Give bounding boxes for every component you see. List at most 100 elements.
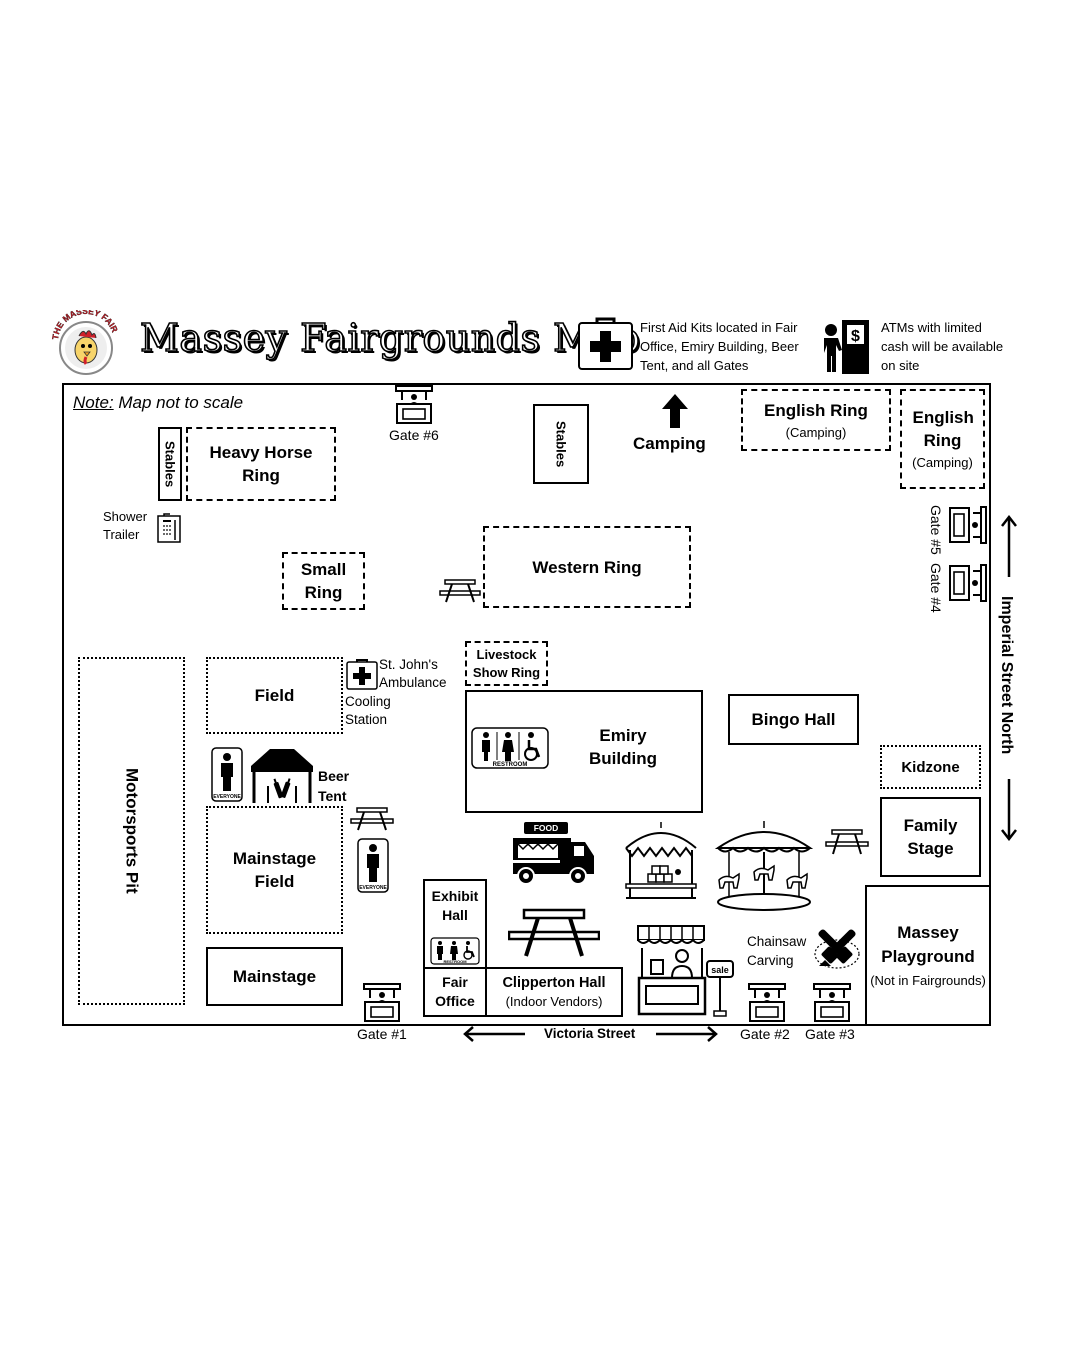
emiry-restroom-icon: RESTROOM [471, 727, 549, 769]
motorsports-pit[interactable]: Motorsports Pit [78, 657, 185, 1005]
massey-playground-label: Massey Playground [881, 923, 975, 966]
fair-office[interactable]: Fair Office [423, 967, 487, 1017]
st-johns-label: St. John's Ambulance [379, 657, 447, 690]
map-note: Note: Map not to scale [73, 393, 243, 413]
gate-5-booth-icon [946, 505, 988, 545]
victoria-street-label: Victoria Street [544, 1026, 636, 1041]
mainstage-field-label: Mainstage Field [232, 849, 317, 891]
vendor-stall-icon [636, 922, 710, 1016]
atm-icon: $ [822, 318, 872, 376]
restroom-everyone-text: EVERYONE [213, 794, 241, 800]
victoria-street-arrow-right [654, 1025, 718, 1043]
field-label: Field [254, 686, 295, 705]
bingo-hall[interactable]: Bingo Hall [728, 694, 859, 745]
exhibit-hall-label: Exhibit Hall [431, 888, 479, 923]
heavy-horse-ring-label: Heavy Horse Ring [209, 443, 313, 485]
massey-playground[interactable]: Massey Playground (Not in Fairgrounds) [865, 885, 991, 1026]
beer-tent-icon [248, 746, 316, 804]
mainstage-label: Mainstage [232, 967, 317, 986]
exhibit-restroom-icon: RESTROOM [430, 937, 480, 965]
livestock-show-ring[interactable]: Livestock Show Ring [465, 641, 548, 686]
gate-4-booth-icon [946, 563, 988, 603]
emiry-building[interactable]: RESTROOM Emiry Building [465, 690, 703, 813]
gate-6-label: Gate #6 [389, 427, 439, 443]
atm-legend-text: ATMs with limited cash will be available… [881, 320, 1004, 373]
english-ring-1-sub: (Camping) [785, 424, 847, 440]
food-truck-icon: FOOD [510, 820, 596, 886]
gate-1-label: Gate #1 [357, 1026, 407, 1042]
motorsports-pit-label: Motorsports Pit [122, 768, 142, 894]
mainstage[interactable]: Mainstage [206, 947, 343, 1006]
kidzone[interactable]: Kidzone [880, 745, 981, 789]
mainstage-field[interactable]: Mainstage Field [206, 806, 343, 934]
gate-4-text: Gate #4 [928, 563, 944, 613]
imperial-street-arrow-up [999, 515, 1019, 579]
stables-left-label: Stables [162, 440, 178, 488]
sale-sign-icon: sale [705, 960, 735, 1018]
victoria-street-arrow-left [463, 1025, 527, 1043]
map-note-text: Map not to scale [118, 393, 244, 412]
stables-left[interactable]: Stables [158, 427, 182, 501]
picnic-table-icon [439, 578, 481, 604]
gate-2-label: Gate #2 [740, 1026, 790, 1042]
picnic-table-icon-3 [825, 828, 869, 856]
heavy-horse-ring[interactable]: Heavy Horse Ring [186, 427, 336, 501]
western-ring-label: Western Ring [532, 558, 642, 577]
english-ring-1-label: English Ring [764, 400, 868, 420]
english-ring-1[interactable]: English Ring (Camping) [741, 389, 891, 451]
livestock-show-ring-label: Livestock Show Ring [472, 646, 541, 680]
western-ring[interactable]: Western Ring [483, 526, 691, 608]
shower-trailer-label: Shower Trailer [103, 509, 148, 542]
dining-picnic-table-icon [508, 908, 600, 958]
emiry-building-label-wrap: Emiry Building [575, 722, 671, 772]
small-ring[interactable]: Small Ring [282, 552, 365, 610]
english-ring-2[interactable]: English Ring (Camping) [900, 389, 985, 489]
gate-1-booth-icon [362, 983, 402, 1023]
cooling-station-label: Cooling Station [345, 694, 391, 727]
shower-icon [156, 512, 182, 544]
beer-tent-label: Beer Tent [318, 768, 350, 804]
clipperton-hall-label: Clipperton Hall [502, 974, 606, 991]
fair-logo: THE MASSEY FAIR [48, 310, 122, 376]
family-stage-label: Family Stage [903, 816, 958, 858]
restroom-everyone-icon-2: EVERYONE [357, 838, 389, 893]
first-aid-icon [577, 317, 634, 371]
stables-center[interactable]: Stables [533, 404, 589, 484]
imperial-street-arrow-down [999, 777, 1019, 841]
camping-arrow-icon [660, 393, 690, 429]
clipperton-hall-sub: (Indoor Vendors) [505, 993, 603, 1009]
restroom-everyone-icon: EVERYONE [211, 747, 243, 802]
first-aid-legend-text: First Aid Kits located in Fair Office, E… [640, 320, 799, 373]
kidzone-label: Kidzone [901, 758, 960, 776]
gate-6-booth-icon [394, 385, 434, 425]
exhibit-hall[interactable]: Exhibit Hall RESTROOM [423, 879, 487, 969]
gate-3-label: Gate #3 [805, 1026, 855, 1042]
english-ring-2-label: English Ring [912, 408, 974, 450]
clipperton-hall[interactable]: Clipperton Hall (Indoor Vendors) [485, 967, 623, 1017]
gate-3-booth-icon [812, 983, 852, 1023]
gate-5-text: Gate #5 [928, 505, 944, 555]
english-ring-2-sub: (Camping) [912, 455, 973, 470]
gate-4-label: Gate #4 [928, 563, 948, 619]
restroom-everyone-text-2: EVERYONE [359, 885, 387, 891]
imperial-street-label: Imperial Street North [998, 596, 1015, 755]
chainsaw-icon [811, 922, 863, 974]
svg-text:$: $ [851, 328, 860, 345]
chainsaw-carving-label: Chainsaw Carving [747, 934, 807, 968]
exhibit-restroom-text: RESTROOM [443, 959, 467, 964]
gate-5-label: Gate #5 [928, 505, 948, 561]
gate-2-booth-icon [747, 983, 787, 1023]
imperial-street-label-wrap: Imperial Street North [997, 596, 1023, 762]
food-truck-text: FOOD [534, 823, 559, 833]
sale-sign-text: sale [711, 965, 729, 975]
stables-center-label: Stables [553, 420, 569, 468]
massey-playground-sub: (Not in Fairgrounds) [870, 973, 986, 988]
field[interactable]: Field [206, 657, 343, 734]
camping-label: Camping [633, 434, 706, 453]
bingo-hall-label: Bingo Hall [751, 710, 836, 729]
family-stage[interactable]: Family Stage [880, 797, 981, 877]
page-title: Massey Fairgrounds Map [139, 315, 641, 361]
ambulance-first-aid-icon [346, 658, 378, 690]
small-ring-label: Small Ring [300, 560, 347, 602]
fair-office-label: Fair Office [435, 974, 475, 1009]
